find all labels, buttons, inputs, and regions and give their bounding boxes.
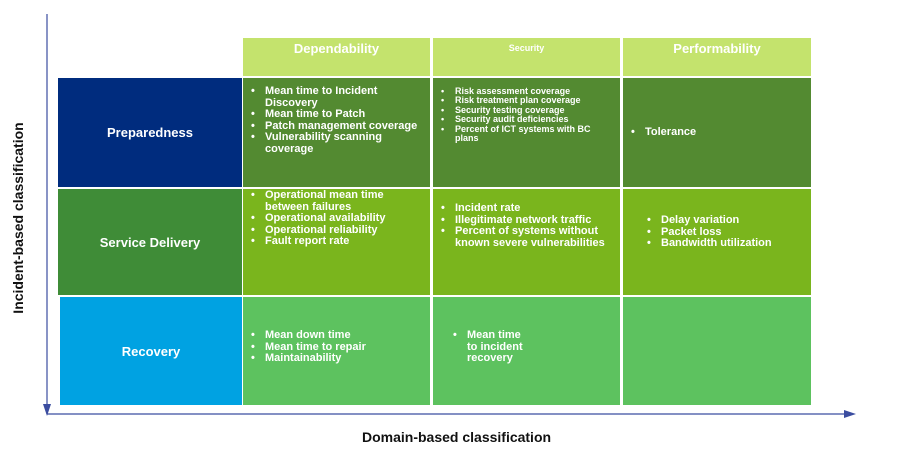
metric-list: Risk assessment coverage Risk treatment … xyxy=(437,86,616,144)
metric-item: Incident rate xyxy=(437,202,616,215)
metric-item: Mean time to repair xyxy=(247,341,426,354)
cell-service-delivery-performability: Delay variation Packet loss Bandwidth ut… xyxy=(623,189,811,295)
metric-item: Operational reliability xyxy=(247,224,426,237)
y-axis-label: Incident-based classification xyxy=(10,122,26,314)
metric-item: Bandwidth utilization xyxy=(643,238,807,250)
metric-list: Tolerance xyxy=(627,126,696,139)
metric-item: Risk assessment coverage xyxy=(437,86,616,97)
x-axis-label: Domain-based classification xyxy=(362,429,552,445)
metric-list: Mean time to Incident Discovery Mean tim… xyxy=(247,85,426,155)
cell-preparedness-security: Risk assessment coverage Risk treatment … xyxy=(433,78,620,187)
cell-service-delivery-security: Incident rate Illegitimate network traff… xyxy=(433,189,620,295)
cell-recovery-dependability: Mean down time Mean time to repair Maint… xyxy=(243,297,430,405)
metric-item: Operational mean time between failures xyxy=(247,189,426,213)
metric-list: Incident rate Illegitimate network traff… xyxy=(437,202,616,249)
metric-item: Illegitimate network traffic xyxy=(437,214,616,227)
metric-item: Mean time to Patch xyxy=(247,109,426,121)
metric-item: Patch management coverage xyxy=(247,120,426,133)
row-label-recovery: Recovery xyxy=(60,297,242,405)
metric-item: Percent of ICT systems with BC plans xyxy=(437,124,616,144)
cell-preparedness-dependability: Mean time to Incident Discovery Mean tim… xyxy=(243,78,430,187)
metric-item: Tolerance xyxy=(627,126,696,139)
metric-list: Delay variation Packet loss Bandwidth ut… xyxy=(643,214,807,250)
metric-item: Security testing coverage xyxy=(437,105,616,116)
column-header-security: Security xyxy=(433,38,620,76)
row-label-recovery-text: Recovery xyxy=(121,343,181,359)
row-label-preparedness: Preparedness xyxy=(58,78,242,187)
row-label-service-delivery-text: Service Delivery xyxy=(99,234,201,250)
y-axis-arrowhead xyxy=(43,404,51,416)
metric-item: Mean time to incident recovery xyxy=(449,329,530,365)
cell-service-delivery-dependability: Operational mean time between failures O… xyxy=(243,189,430,295)
metric-item: Security audit deficiencies xyxy=(437,114,616,125)
metric-item: Packet loss xyxy=(643,226,807,239)
cell-recovery-performability xyxy=(623,297,811,405)
column-header-performability: Performability xyxy=(623,38,811,76)
metric-item: Mean down time xyxy=(247,329,426,342)
metric-item: Mean time to Incident Discovery xyxy=(247,85,426,109)
row-label-service-delivery: Service Delivery xyxy=(58,189,242,295)
metric-list: Operational mean time between failures O… xyxy=(247,189,426,248)
metric-item: Operational availability xyxy=(247,213,426,225)
metric-list: Mean down time Mean time to repair Maint… xyxy=(247,329,426,365)
row-label-preparedness-text: Preparedness xyxy=(107,125,193,140)
metric-item: Percent of systems without known severe … xyxy=(437,225,616,249)
column-header-dependability: Dependability xyxy=(243,38,430,76)
cell-recovery-security: Mean time to incident recovery xyxy=(433,297,620,405)
x-axis-arrowhead xyxy=(844,410,856,418)
metric-item: Maintainability xyxy=(247,353,426,365)
metric-item: Fault report rate xyxy=(247,236,426,248)
metric-list: Mean time to incident recovery xyxy=(449,329,530,365)
metric-item: Delay variation xyxy=(643,214,807,227)
metric-item: Risk treatment plan coverage xyxy=(437,95,616,106)
cell-preparedness-performability: Tolerance xyxy=(623,78,811,187)
metric-item: Vulnerability scanning coverage xyxy=(247,131,426,155)
